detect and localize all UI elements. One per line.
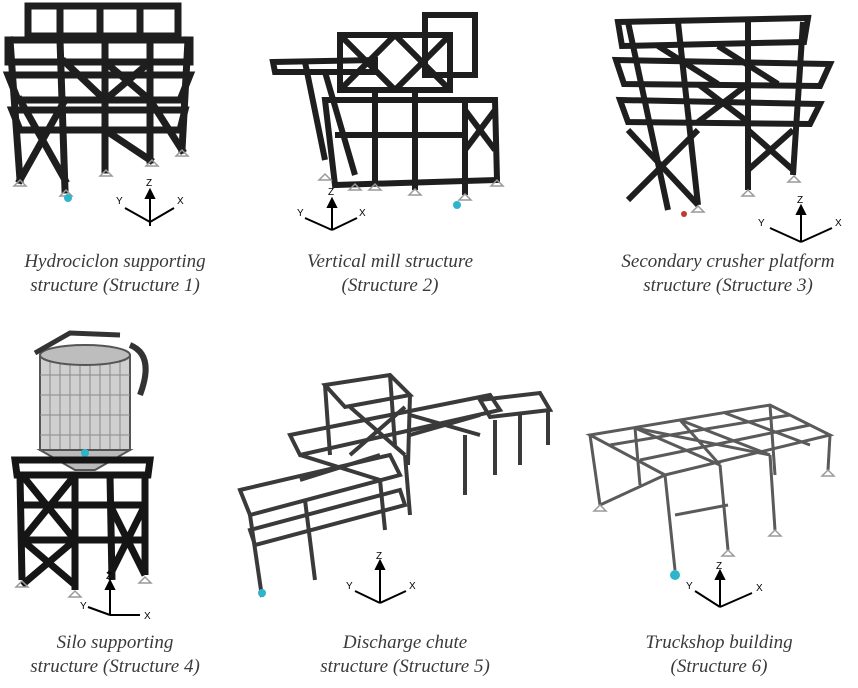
axes-triad-4 (87, 578, 140, 616)
axis-x-label: X (144, 611, 151, 622)
node-marker (453, 201, 461, 209)
axis-x-label: X (177, 196, 184, 207)
panel-structure-5: Z Y X Discharge chute structure (Structu… (230, 325, 580, 688)
axis-z-label: Z (376, 551, 382, 562)
axis-x-label: X (409, 581, 416, 592)
panel-structure-1: Z Y X Hydrociclon supporting structure (… (0, 0, 230, 300)
caption-structure-5: Discharge chute structure (Structure 5) (245, 631, 565, 679)
panel-structure-2: Z Y X Vertical mill structure (Structure… (265, 0, 515, 300)
axis-y-label: Y (346, 581, 353, 592)
axes-triad-2 (304, 196, 358, 231)
axes-triad-1 (124, 187, 175, 226)
structure-2-model: Z Y X (269, 12, 505, 231)
caption-structure-4: Silo supporting structure (Structure 4) (0, 631, 230, 679)
axis-y-label: Y (758, 218, 765, 229)
caption-line-1: Secondary crusher platform (621, 251, 835, 272)
axis-z-label: Z (146, 178, 152, 189)
axis-z-label: Z (106, 571, 112, 582)
caption-line-1: Truckshop building (645, 632, 793, 653)
panel-structure-4: Z Y X Silo supporting structure (Structu… (0, 325, 230, 688)
structure-3-model: Z Y X (611, 14, 842, 243)
panel-structure-3: Z Y X Secondary crusher platform structu… (598, 0, 858, 300)
node-marker (258, 589, 266, 597)
caption-line-2: (Structure 6) (670, 656, 768, 677)
axis-z-label: Z (328, 187, 334, 198)
caption-line-1: Silo supporting (56, 632, 174, 653)
structure-1-model: Z Y X (2, 2, 196, 226)
axis-z-label: Z (716, 561, 722, 572)
caption-line-2: structure (Structure 5) (320, 656, 490, 677)
axis-x-label: X (835, 218, 842, 229)
caption-line-1: Vertical mill structure (306, 251, 474, 272)
caption-structure-6: Truckshop building (Structure 6) (580, 631, 858, 679)
caption-line-2: (Structure 2) (341, 275, 439, 296)
structure-6-model: Z Y X (585, 403, 836, 608)
panel-structure-6: Z Y X Truckshop building (Structure 6) (580, 325, 858, 688)
caption-structure-3: Secondary crusher platform structure (St… (598, 250, 858, 298)
axis-y-label: Y (116, 196, 123, 207)
axes-triad-3 (769, 203, 833, 243)
axes-triad-5 (354, 558, 407, 604)
node-marker (670, 570, 680, 580)
caption-structure-2: Vertical mill structure (Structure 2) (265, 250, 515, 298)
axis-y-label: Y (297, 208, 304, 219)
structure-5-model: Z Y X (237, 372, 554, 604)
caption-line-1: Hydrociclon supporting (24, 251, 206, 272)
node-marker (81, 449, 89, 457)
axis-y-label: Y (80, 601, 87, 612)
axis-y-label: Y (686, 581, 693, 592)
axis-x-label: X (359, 208, 366, 219)
silo-cylinder (33, 330, 149, 471)
caption-structure-1: Hydrociclon supporting structure (Struct… (0, 250, 230, 298)
caption-line-2: structure (Structure 4) (30, 656, 200, 677)
node-marker (64, 194, 72, 202)
axis-x-label: X (756, 583, 763, 594)
caption-line-2: structure (Structure 1) (30, 275, 200, 296)
caption-line-2: structure (Structure 3) (643, 275, 813, 296)
axes-triad-6 (694, 568, 753, 608)
caption-line-1: Discharge chute (342, 632, 468, 653)
node-marker (681, 211, 687, 217)
structure-4-model: Z Y X (11, 330, 154, 622)
axis-z-label: Z (797, 195, 803, 206)
